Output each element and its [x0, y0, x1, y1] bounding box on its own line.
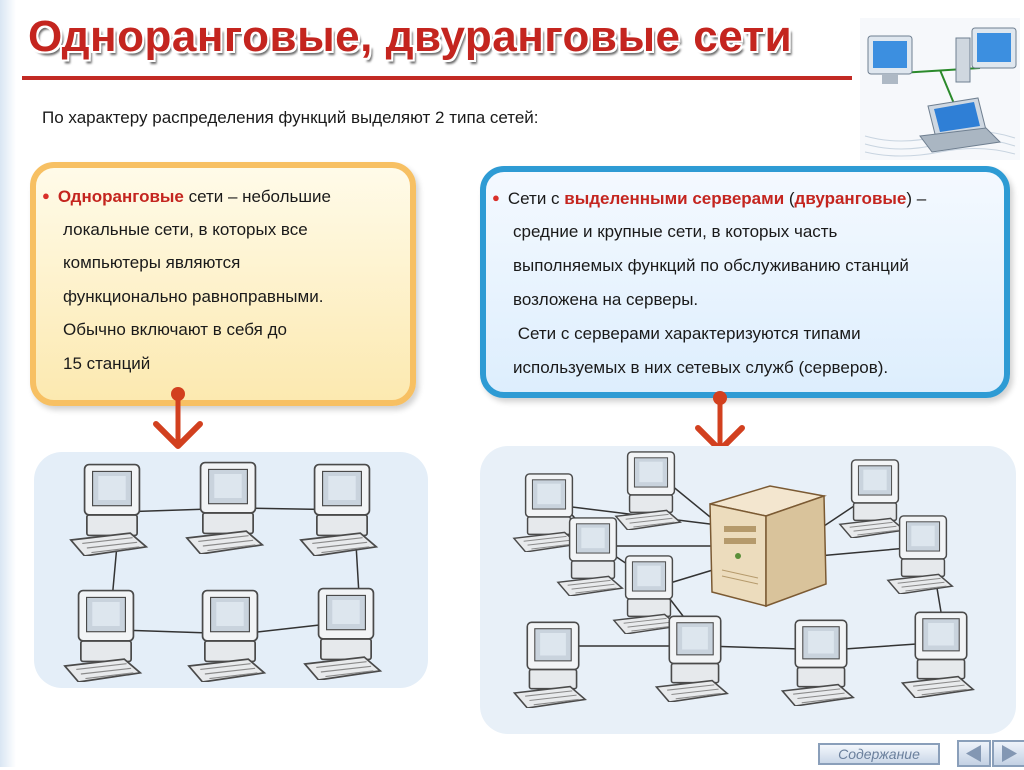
- computer-icon: [514, 474, 578, 552]
- computer-icon: [65, 591, 140, 682]
- computer-icon: [656, 616, 727, 702]
- bullet-icon: ●: [492, 190, 500, 205]
- left-gradient-band: [0, 0, 16, 767]
- server-line-1-c: ) –: [906, 189, 926, 208]
- server-network-diagram: [480, 446, 1016, 734]
- computer-icon: [187, 463, 262, 554]
- slide-title: Одноранговые, двуранговые сети: [28, 12, 792, 62]
- computer-icon: [616, 452, 680, 530]
- server-box-line-4: возложена на серверы.: [513, 283, 698, 317]
- next-slide-button[interactable]: [992, 740, 1024, 767]
- next-arrow-icon: [994, 742, 1024, 765]
- peer-box-line-4: функционально равноправными.: [63, 280, 323, 314]
- title-underline: [22, 76, 852, 80]
- network-clipart-icon: [860, 18, 1020, 160]
- server-box-line-5: Сети с серверами характеризуются типами: [513, 317, 861, 351]
- peer-box-line-3: компьютеры являются: [63, 246, 240, 280]
- computer-icon: [301, 465, 376, 556]
- peer-line-1-rest: сети – небольшие: [184, 187, 331, 206]
- computer-icon: [189, 591, 264, 682]
- computer-icon: [902, 612, 973, 698]
- server-term-two-rank: двуранговые: [795, 189, 907, 208]
- peer-box-line-6: 15 станций: [63, 347, 150, 381]
- server-icon: [710, 486, 826, 606]
- computer-icon: [71, 465, 146, 556]
- server-network-graphic: [480, 446, 1016, 734]
- prev-arrow-icon: [959, 742, 989, 765]
- computer-icon: [782, 620, 853, 706]
- server-line-1-a: Сети с: [508, 189, 564, 208]
- network-clipart: [860, 18, 1020, 160]
- peer-box-line-5: Обычно включают в себя до: [63, 313, 287, 347]
- server-box-line-2: средние и крупные сети, в которых часть: [513, 215, 837, 249]
- peer-term: Одноранговые: [58, 187, 184, 206]
- prev-slide-button[interactable]: [957, 740, 991, 767]
- peer-network-graphic: [34, 452, 428, 688]
- bullet-icon: ●: [42, 188, 50, 203]
- computer-icon: [305, 589, 380, 680]
- peer-network-diagram: [34, 452, 428, 688]
- arrow-down-icon: [150, 386, 206, 456]
- server-line-1-b: (: [784, 189, 794, 208]
- server-term-dedicated: выделенными серверами: [564, 189, 784, 208]
- computer-icon: [840, 460, 904, 538]
- server-box-line-6: используемых в них сетевых служб (сервер…: [513, 351, 888, 385]
- server-box-line-3: выполняемых функций по обслуживанию стан…: [513, 249, 909, 283]
- peer-box-line-2: локальные сети, в которых все: [63, 213, 308, 247]
- contents-button[interactable]: Содержание: [818, 743, 940, 765]
- computer-icon: [514, 622, 585, 708]
- intro-text: По характеру распределения функций выдел…: [42, 108, 539, 128]
- server-box-line-1: ● Сети с выделенными серверами (двурангов…: [492, 181, 926, 216]
- peer-box-line-1: ● Одноранговые сети – небольшие: [42, 179, 331, 214]
